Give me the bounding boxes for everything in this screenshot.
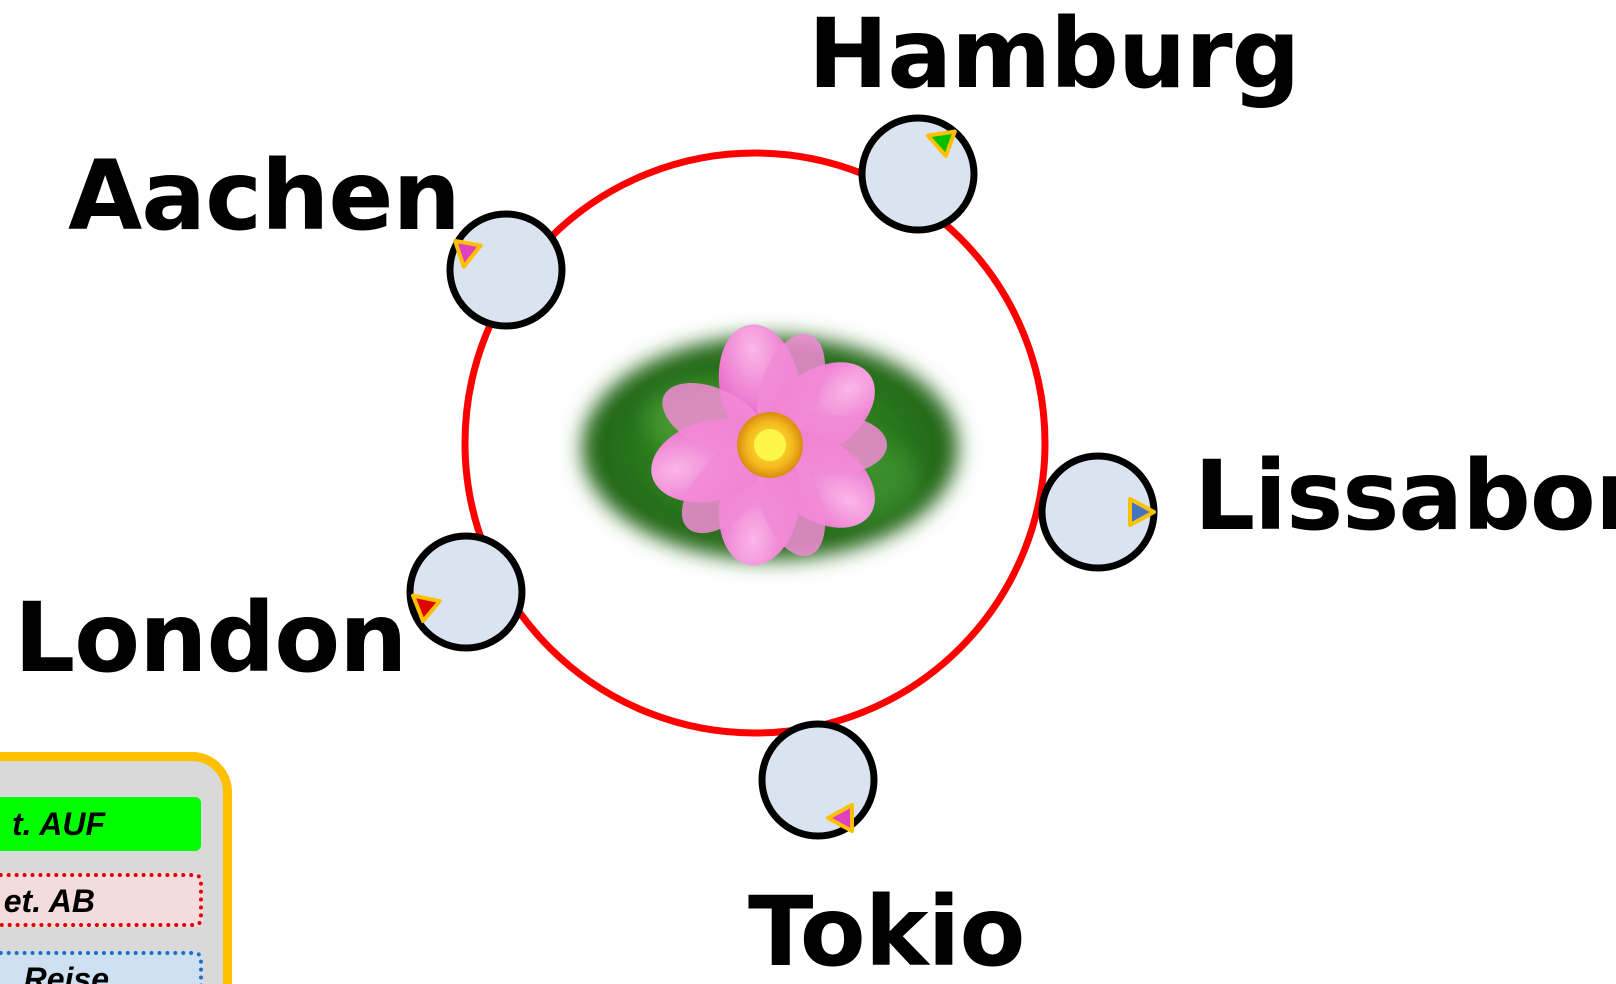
cabin-hamburg bbox=[858, 114, 978, 234]
city-label-tokio: Tokio bbox=[748, 876, 1025, 984]
city-label-lissabon: Lissabon bbox=[1194, 440, 1616, 552]
cabin-lissabon bbox=[1038, 452, 1158, 572]
city-label-hamburg: Hamburg bbox=[808, 0, 1300, 110]
cabin-circle-tokio bbox=[758, 720, 878, 840]
city-label-aachen: Aachen bbox=[68, 140, 461, 252]
direction-arrow-icon bbox=[411, 593, 442, 624]
cabin-tokio bbox=[758, 720, 878, 840]
cabin-london bbox=[406, 532, 526, 652]
cabins bbox=[406, 114, 1158, 840]
direction-arrow-icon bbox=[1128, 497, 1156, 527]
city-label-london: London bbox=[14, 582, 407, 694]
direction-arrow-icon bbox=[925, 129, 957, 158]
cabin-circle-aachen bbox=[446, 210, 566, 330]
direction-arrow-icon bbox=[453, 238, 483, 269]
up-button[interactable]: t. AUF bbox=[0, 797, 201, 851]
direction-arrow-icon bbox=[826, 803, 854, 833]
control-panel: t. AUF et. AB Reise bbox=[0, 752, 232, 984]
down-button[interactable]: et. AB bbox=[0, 873, 203, 927]
center-flower-photo bbox=[582, 324, 958, 566]
trip-button[interactable]: Reise bbox=[0, 951, 203, 984]
cabin-circle-hamburg bbox=[858, 114, 978, 234]
wheel-rim bbox=[461, 149, 1049, 737]
cabin-aachen bbox=[446, 210, 566, 330]
cabin-circle-london bbox=[406, 532, 526, 652]
